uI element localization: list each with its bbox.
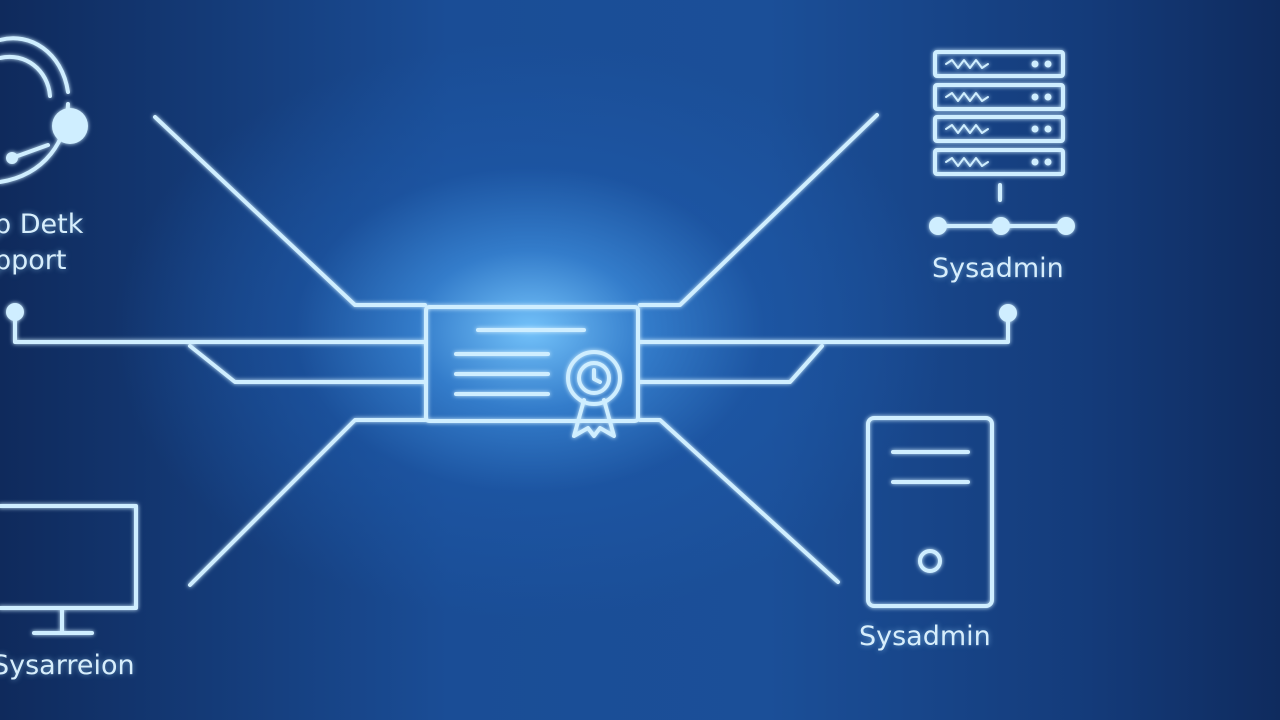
server-led [1031,125,1039,133]
node-dot [992,217,1010,235]
connector-help-desk [13,310,427,344]
connector-top-right [638,113,879,307]
monitor-icon [0,504,138,635]
server-led [1044,60,1052,68]
headset-earcup [52,108,88,144]
connector-sysadmin-top [638,310,1010,344]
connector-bottom-right [638,418,840,584]
server-led [1031,158,1039,166]
tower-pc-icon [866,416,994,608]
server-led [1031,93,1039,101]
server-led [1044,93,1052,101]
server-rack-icon [933,50,1068,228]
connector-bottom-left [188,418,427,587]
connector-left-bracket [188,344,427,384]
connector-top-left [153,115,427,307]
headset-mic-tip [6,152,18,164]
sysadmin-bottom-label: Sysadmin [859,621,991,652]
node-dot [999,304,1017,322]
node-dot [6,303,24,321]
node-dot [929,217,947,235]
sysadmin-top-label: Sysadmin [932,253,1064,284]
node-dot [1057,217,1075,235]
workstation-label: Sysarreion [0,650,135,681]
help-desk-label-line2: pport [0,245,67,277]
certificate-icon [424,305,640,438]
connector-right-bracket [638,344,824,384]
server-led [1044,125,1052,133]
server-led [1031,60,1039,68]
help-desk-label-line1: p Detk [0,209,84,240]
help-desk-label: p Detk pport [0,207,83,280]
server-led [1044,158,1052,166]
